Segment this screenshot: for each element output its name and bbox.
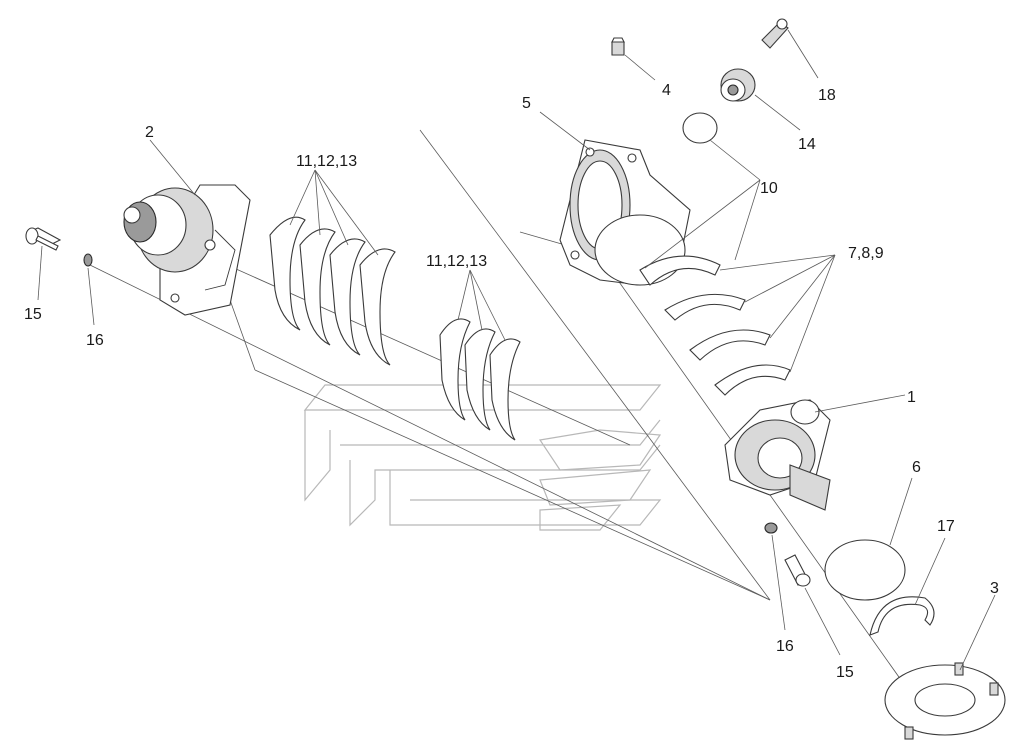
bolt-15-left bbox=[25, 227, 62, 251]
callout-16-left: 16 bbox=[86, 332, 104, 349]
bushing-14 bbox=[720, 68, 756, 102]
washer-16-right bbox=[764, 522, 778, 534]
callout-labels: 1 2 3 4 5 6 7,8,9 10 11,12,13 11,12,13 1… bbox=[24, 82, 999, 681]
discs-11-12-13-center bbox=[439, 318, 521, 441]
callout-4: 4 bbox=[662, 82, 671, 99]
callout-6: 6 bbox=[912, 459, 921, 476]
o-ring-10 bbox=[682, 112, 718, 144]
hub-shaft-1 bbox=[724, 399, 831, 511]
callout-leaders bbox=[37, 29, 996, 671]
shims-7-8-9 bbox=[639, 255, 791, 396]
callout-5: 5 bbox=[522, 95, 531, 112]
snap-ring-17 bbox=[869, 596, 935, 636]
callout-15-left: 15 bbox=[24, 306, 42, 323]
callout-1: 1 bbox=[907, 389, 916, 406]
discs-11-12-13-left bbox=[269, 216, 396, 366]
grease-nipple-4 bbox=[611, 37, 625, 56]
washer-16-left bbox=[83, 253, 93, 267]
callout-15-right: 15 bbox=[836, 664, 854, 681]
callout-17: 17 bbox=[937, 518, 955, 535]
flange-housing-5 bbox=[559, 139, 691, 286]
callout-16-right: 16 bbox=[776, 638, 794, 655]
cover-plate-3 bbox=[884, 662, 1006, 740]
ring-6 bbox=[824, 539, 906, 601]
callout-10: 10 bbox=[760, 180, 778, 197]
fitting-18 bbox=[761, 18, 789, 49]
callout-11-12-13-left: 11,12,13 bbox=[296, 153, 357, 170]
bolt-15-right bbox=[784, 554, 811, 587]
callout-14: 14 bbox=[798, 136, 816, 153]
callout-7-8-9: 7,8,9 bbox=[848, 245, 884, 262]
watermark-logo bbox=[303, 384, 662, 531]
gear-hub-2 bbox=[123, 184, 251, 316]
callout-11-12-13-center: 11,12,13 bbox=[426, 253, 487, 270]
callout-2: 2 bbox=[145, 124, 154, 141]
callout-3: 3 bbox=[990, 580, 999, 597]
callout-18: 18 bbox=[818, 87, 836, 104]
